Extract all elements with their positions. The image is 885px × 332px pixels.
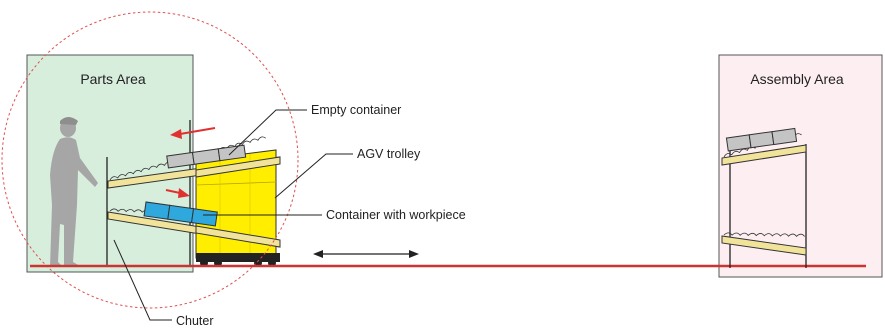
chuter-label: Chuter — [176, 314, 214, 327]
assembly-area-title: Assembly Area — [750, 71, 844, 87]
assembly-rack — [721, 127, 807, 268]
agv-upper-roller — [195, 156, 281, 178]
chuter-rack — [106, 120, 191, 266]
double-headed-arrow-icon — [313, 250, 419, 258]
agv-trolley-label: AGV trolley — [357, 147, 421, 161]
agv-lower-roller — [195, 225, 281, 248]
empty-container-stack — [166, 144, 247, 169]
person-silhouette-icon — [50, 117, 98, 267]
docking-zone-circle — [1, 11, 299, 309]
callout-leaders — [113, 109, 353, 321]
return-flow-arrow — [170, 127, 216, 139]
empty-container-label: Empty container — [311, 103, 401, 117]
supply-flow-arrow — [165, 188, 190, 198]
workpiece-container-stack — [143, 201, 218, 227]
parts-area-title: Parts Area — [80, 71, 146, 87]
container-with-workpiece-label: Container with workpiece — [326, 208, 466, 222]
assembly-empty-containers — [725, 127, 798, 152]
